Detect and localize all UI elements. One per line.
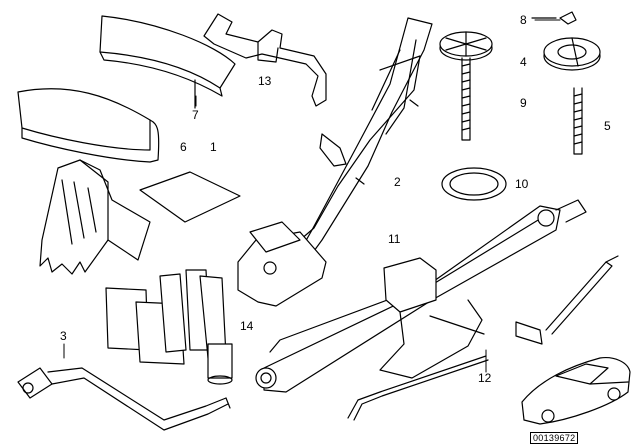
foam-insert-bottom	[17, 88, 160, 163]
callout-1: 1	[210, 140, 217, 154]
scissor-jack-folded	[237, 17, 433, 307]
callout-6: 6	[180, 140, 187, 154]
callout-11: 11	[388, 232, 401, 246]
callout-5: 5	[604, 119, 611, 133]
callout-3: 3	[60, 329, 67, 343]
callout-13: 13	[258, 74, 272, 88]
callout-12: 12	[478, 371, 492, 385]
scissor-jack-extended	[255, 199, 587, 393]
callout-8: 8	[520, 13, 527, 27]
foam-insert-top	[99, 15, 236, 109]
callout-9: 9	[520, 96, 527, 110]
document-id: 00139672	[530, 432, 579, 444]
callout-10: 10	[515, 177, 529, 191]
jack-crank	[347, 255, 619, 421]
holder-bracket	[203, 13, 327, 107]
wheel-wrench	[17, 367, 231, 431]
rubber-ring	[441, 167, 507, 201]
wheel-chock-and-mat	[39, 159, 241, 275]
securing-nut-assembly	[531, 11, 601, 155]
spare-wheel-bolt	[439, 31, 493, 141]
car-silhouette	[521, 357, 631, 425]
callout-4: 4	[520, 55, 527, 69]
callout-14: 14	[240, 319, 254, 333]
callout-2: 2	[394, 175, 401, 189]
tool-holder	[105, 269, 233, 385]
leader-lines	[63, 19, 561, 373]
callout-7: 7	[192, 108, 199, 122]
